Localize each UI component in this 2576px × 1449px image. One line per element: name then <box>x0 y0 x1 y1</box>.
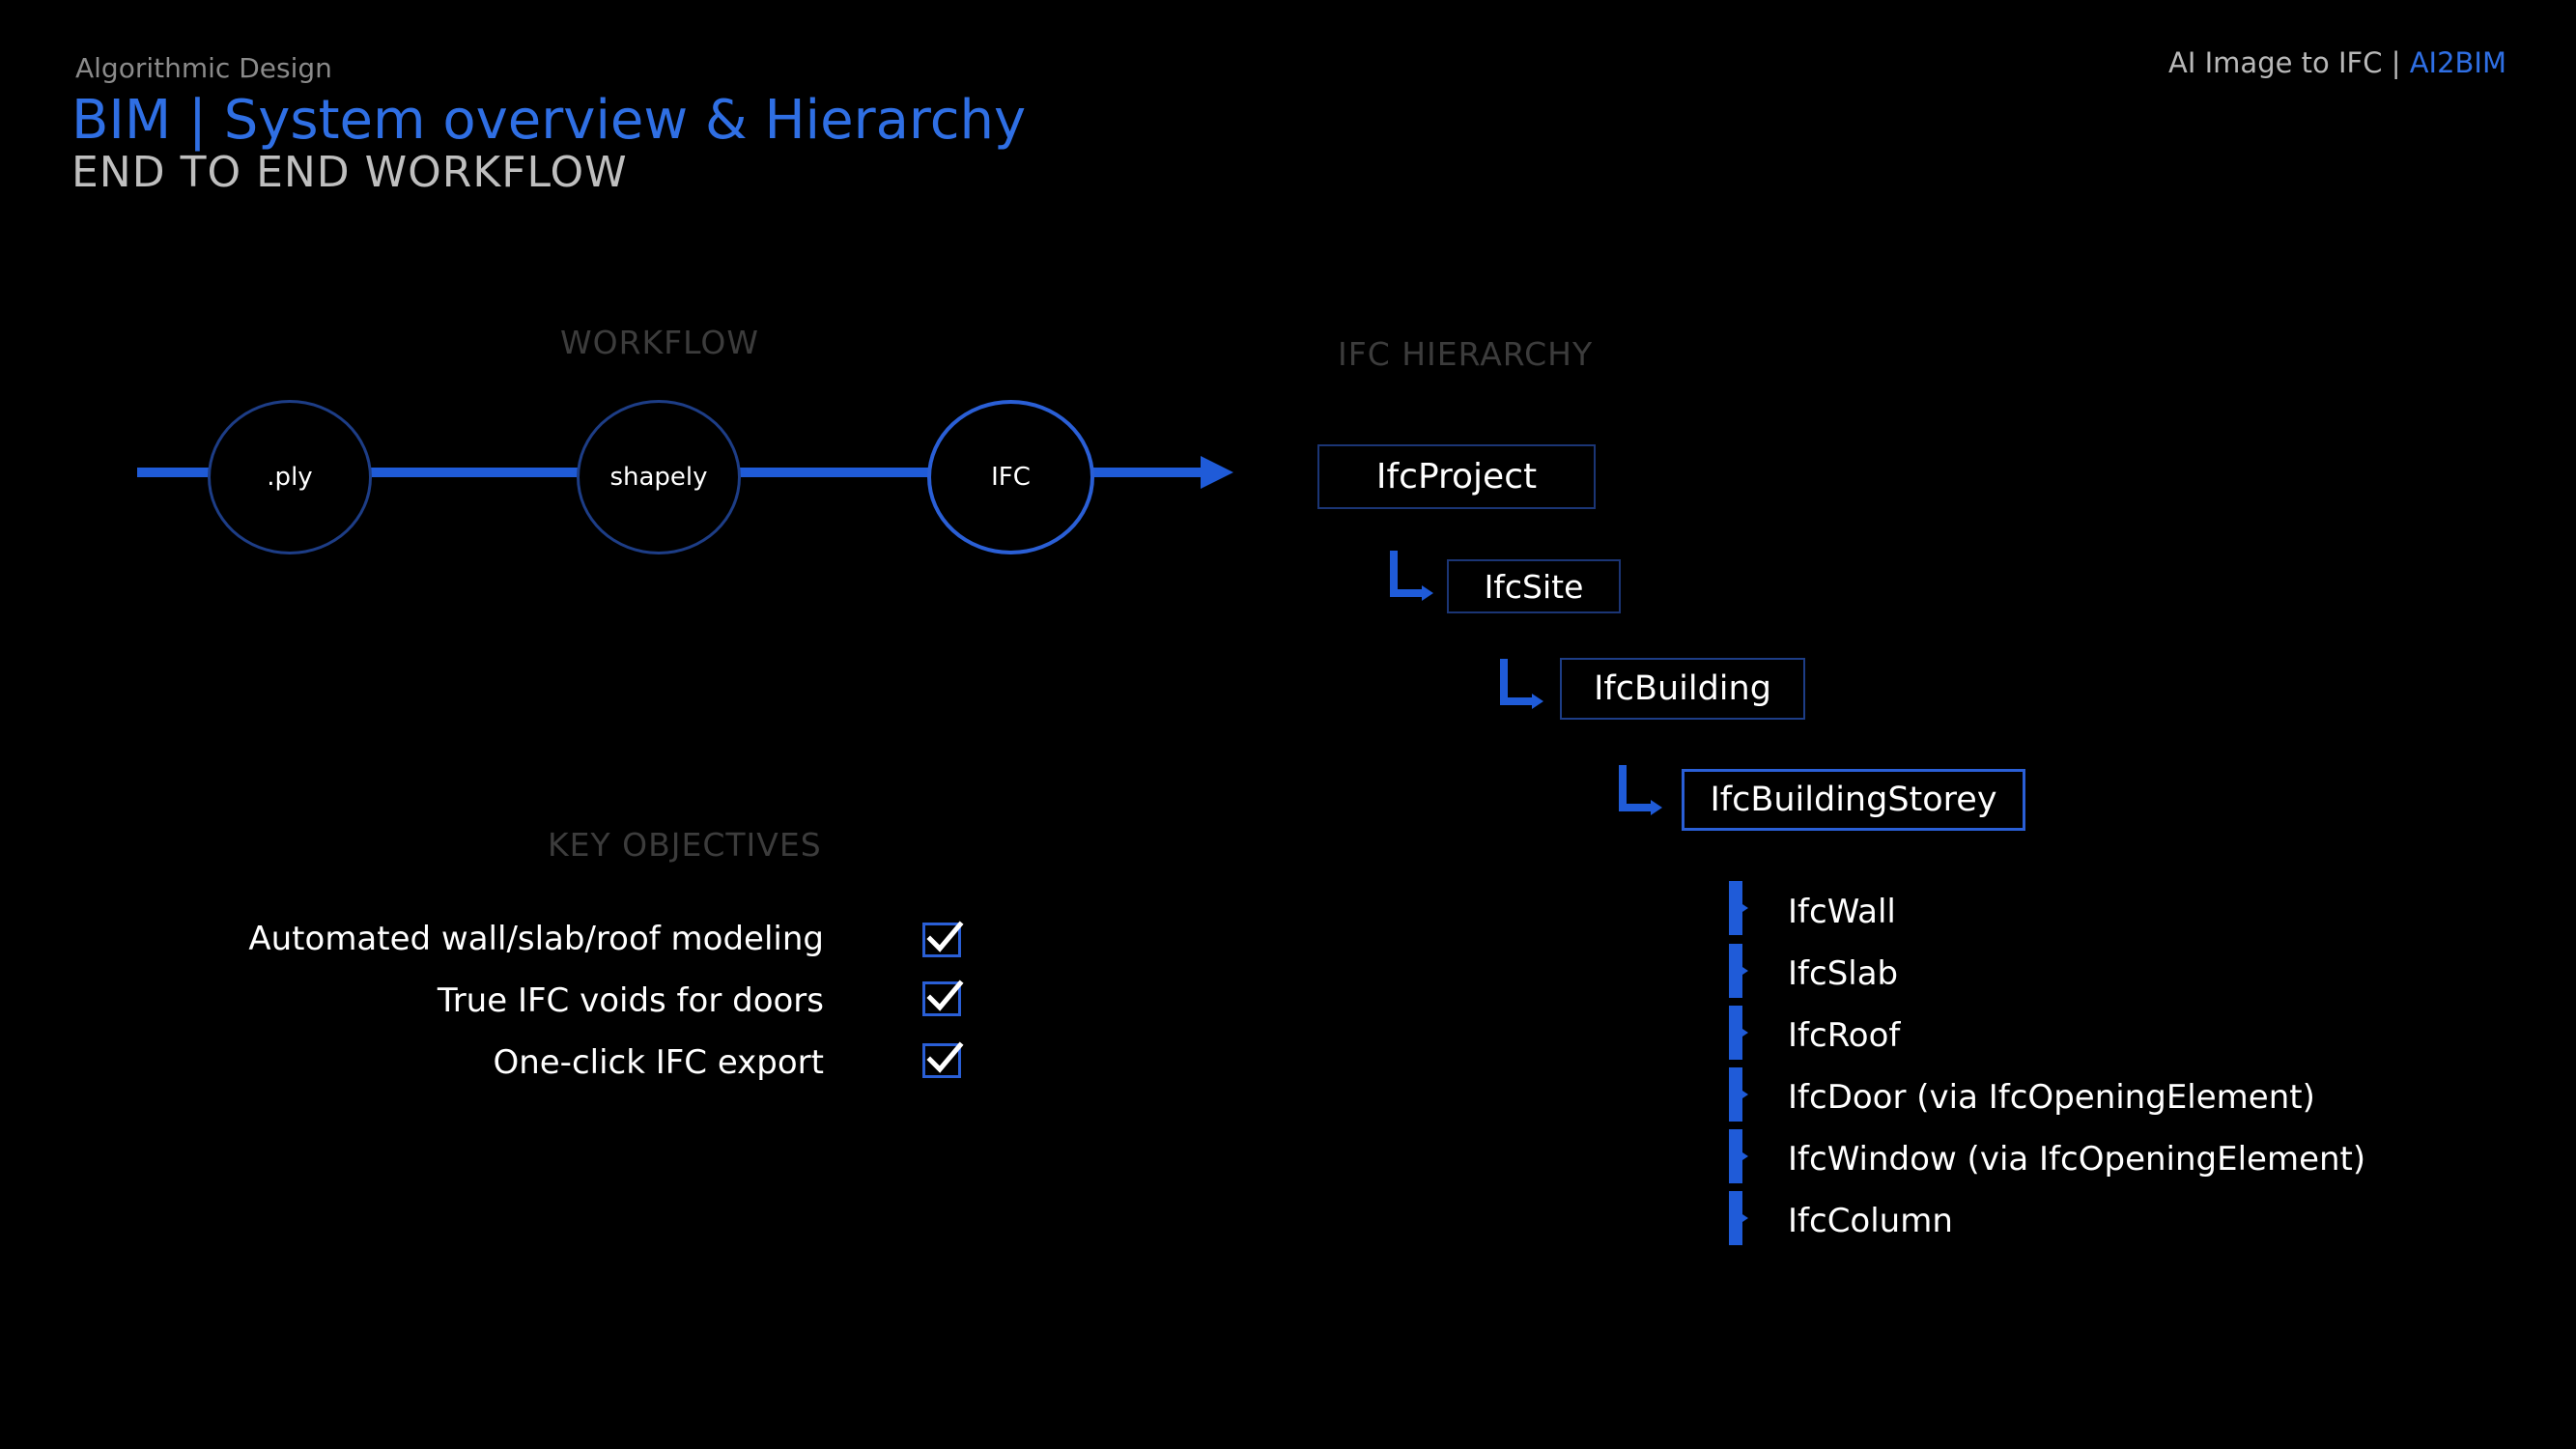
hierarchy-child-item: IfcWindow (via IfcOpeningElement) <box>1788 1140 2366 1179</box>
checkmark-icon <box>926 1041 964 1073</box>
workflow-node-ifc: IFC <box>927 400 1094 554</box>
hierarchy-box-label: IfcProject <box>1375 457 1538 497</box>
flow-connector <box>137 468 211 477</box>
checkmark-icon <box>926 980 964 1011</box>
hierarchy-child-item: IfcColumn <box>1788 1202 1953 1240</box>
child-marker-icon <box>1729 1129 1748 1183</box>
elbow-arrow-icon <box>1619 765 1662 815</box>
objective-item: Automated wall/slab/roof modeling <box>248 920 824 958</box>
flow-arrow-icon <box>1201 456 1233 489</box>
hierarchy-box-building: IfcBuilding <box>1560 658 1805 720</box>
hierarchy-box-label: IfcBuildingStorey <box>1710 781 1997 819</box>
page-title: BIM | System overview & Hierarchy <box>71 89 1027 152</box>
workflow-node-label: shapely <box>609 463 708 492</box>
header-right-caption: AI Image to IFC | AI2BIM <box>2168 46 2506 79</box>
workflow-node-shapely: shapely <box>577 400 741 554</box>
child-marker-icon <box>1729 1006 1748 1060</box>
brand-name: AI2BIM <box>2409 46 2506 79</box>
objective-checkbox <box>922 1041 964 1078</box>
hierarchy-child-item: IfcDoor (via IfcOpeningElement) <box>1788 1078 2315 1117</box>
flow-connector <box>1091 468 1203 477</box>
child-marker-icon <box>1729 1067 1748 1122</box>
workflow-section-label: WORKFLOW <box>560 324 759 361</box>
hierarchy-box-label: IfcSite <box>1484 567 1584 606</box>
hierarchy-child-item: IfcSlab <box>1788 954 1899 993</box>
header-caption-text: AI Image to IFC | <box>2168 46 2410 79</box>
page-subtitle: END TO END WORKFLOW <box>71 148 628 197</box>
checkmark-icon <box>926 921 964 952</box>
hierarchy-box-label: IfcBuilding <box>1594 669 1771 708</box>
hierarchy-child-item: IfcWall <box>1788 893 1896 931</box>
hierarchy-box-project: IfcProject <box>1317 444 1596 509</box>
child-marker-icon <box>1729 881 1748 935</box>
objective-checkbox <box>922 980 964 1016</box>
objective-item: One-click IFC export <box>493 1043 824 1082</box>
child-marker-icon <box>1729 1191 1748 1245</box>
objectives-section-label: KEY OBJECTIVES <box>548 826 822 864</box>
flow-connector <box>369 468 580 477</box>
hierarchy-box-storey: IfcBuildingStorey <box>1682 769 2025 831</box>
section-kicker: Algorithmic Design <box>75 52 332 84</box>
flow-connector <box>738 468 930 477</box>
elbow-arrow-icon <box>1500 659 1543 709</box>
workflow-node-label: IFC <box>991 463 1031 492</box>
hierarchy-section-label: IFC HIERARCHY <box>1338 335 1594 373</box>
child-marker-icon <box>1729 944 1748 998</box>
objective-checkbox <box>922 921 964 957</box>
hierarchy-child-item: IfcRoof <box>1788 1016 1901 1055</box>
hierarchy-box-site: IfcSite <box>1447 559 1621 613</box>
workflow-node-ply: .ply <box>208 400 372 554</box>
elbow-arrow-icon <box>1390 551 1433 601</box>
objective-item: True IFC voids for doors <box>437 981 824 1020</box>
workflow-node-label: .ply <box>267 463 313 492</box>
